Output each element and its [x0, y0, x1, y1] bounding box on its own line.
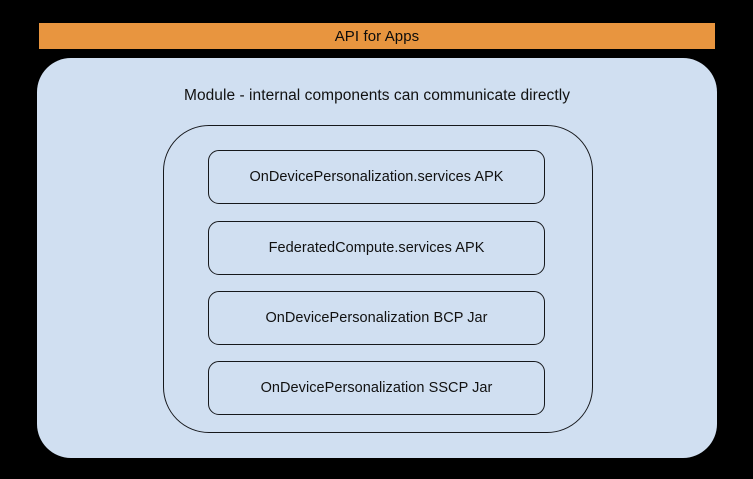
component-card-label: OnDevicePersonalization.services APK: [249, 168, 504, 185]
component-card-label: FederatedCompute.services APK: [268, 239, 485, 256]
component-card: FederatedCompute.services APK: [208, 221, 545, 275]
component-card-label: OnDevicePersonalization SSCP Jar: [260, 379, 493, 396]
component-card-label: OnDevicePersonalization BCP Jar: [265, 309, 488, 326]
module-panel: Module - internal components can communi…: [37, 58, 717, 458]
component-card: OnDevicePersonalization BCP Jar: [208, 291, 545, 345]
component-card: OnDevicePersonalization SSCP Jar: [208, 361, 545, 415]
internal-components-group: [163, 125, 593, 433]
api-for-apps-label: API for Apps: [334, 27, 420, 45]
api-for-apps-bar: API for Apps: [39, 23, 715, 49]
module-caption: Module - internal components can communi…: [183, 87, 571, 104]
component-card: OnDevicePersonalization.services APK: [208, 150, 545, 204]
